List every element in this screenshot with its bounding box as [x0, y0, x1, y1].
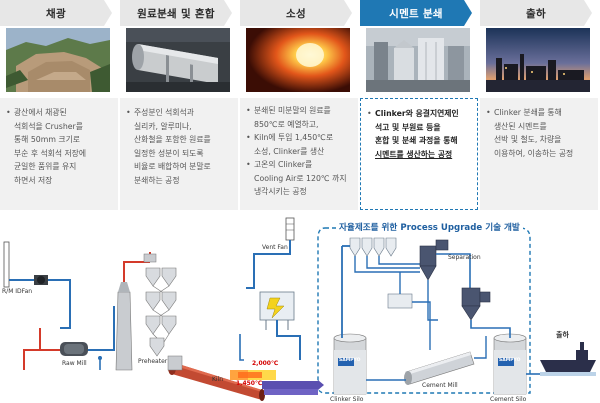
- step-header-active: 시멘트 분쇄: [360, 0, 472, 26]
- step-header: 채광: [0, 0, 112, 26]
- step-shipping: 출하: [480, 0, 599, 210]
- step-title: 원료분쇄 및 혼합: [137, 7, 215, 20]
- desc-line: 석고 및 부원료 등을: [375, 122, 441, 132]
- clinker-silo-label: Clinker Silo: [330, 396, 364, 403]
- step-header: 원료분쇄 및 혼합: [120, 0, 232, 26]
- desc-line: 고온의 Clinker를: [254, 160, 313, 169]
- desc-line: 산화철을 포함한 원료를: [134, 135, 211, 144]
- step-title: 채광: [46, 7, 66, 20]
- cement-silo-label: Cement Silo: [490, 396, 527, 403]
- cement-mill-photo: [366, 28, 470, 92]
- kiln-fire-photo: [246, 28, 350, 92]
- desc-line: 일정한 성분이 되도록: [134, 148, 204, 158]
- desc-line: Cooling Air로 120℃ 까지: [254, 173, 347, 183]
- step-mining: 채광 • 광산에서 채광된 석회석을 Crusher를 통해 50mm 크기로 …: [0, 0, 119, 210]
- separation-label: Separation: [448, 254, 481, 261]
- step-calcining: 소성 • 분쇄된 미분말의 원료를 850℃로 예열하고, •: [240, 0, 359, 210]
- step-title: 시멘트 분쇄: [389, 7, 443, 20]
- desc-line: Kiln에 투입 1,450℃로: [254, 133, 334, 142]
- temp-1450-label: 1,450℃: [236, 380, 263, 387]
- step-description: • 광산에서 채광된 석회석을 Crusher를 통해 50mm 크기로 부순 …: [0, 98, 118, 210]
- desc-line: 하면서 저장: [14, 175, 53, 185]
- desc-line: 분쇄하는 공정: [134, 175, 180, 185]
- desc-line: 소성, Clinker를 생산: [254, 146, 325, 156]
- shipping-label: 출하: [556, 331, 569, 339]
- process-steps: 채광 • 광산에서 채광된 석회석을 Crusher를 통해 50mm 크기로 …: [0, 0, 599, 210]
- upgrade-region-title: 자율제조를 위한 Process Upgrade 기술 개발: [336, 221, 523, 233]
- step-description: • 주성분인 석회석과 실리카, 알루미나, 산화철을 포함한 원료를 일정한 …: [120, 98, 238, 210]
- step-cement-grinding: 시멘트 분쇄 • Clinker와 응결지연제인 석고 및 부원료 등을 혼합 …: [360, 0, 479, 210]
- quarry-photo: [6, 28, 110, 92]
- desc-line: 통해 50mm 크기로: [14, 135, 80, 144]
- step-description: • 분쇄된 미분말의 원료를 850℃로 예열하고, • Kiln에 투입 1,…: [240, 98, 358, 210]
- flow-drawing: [3, 217, 596, 401]
- step-description: • Clinker 분쇄를 통해 생산된 시멘트를 선박 및 철도, 차량을 이…: [480, 98, 598, 210]
- desc-line: 시멘트를 생산하는 공정: [375, 149, 453, 159]
- desc-line: 생산된 시멘트를: [494, 121, 547, 131]
- desc-line: 광산에서 채광된: [14, 108, 67, 117]
- desc-line: Clinker와 응결지연제인: [375, 109, 459, 118]
- desc-line: 부순 후 석회석 저장에: [14, 148, 86, 158]
- temp-2000-label: 2,000℃: [252, 360, 279, 367]
- desc-line: 선박 및 철도, 차량을: [494, 135, 562, 144]
- vent-fan-label: Vent Fan: [262, 244, 288, 251]
- desc-line: 비율로 배합하여 분말로: [134, 162, 211, 171]
- desc-line: 균일한 품위를 유지: [14, 162, 77, 171]
- step-description-active: • Clinker와 응결지연제인 석고 및 부원료 등을 혼합 및 분쇄 과정…: [360, 98, 478, 210]
- cement-mill-label: Cement Mill: [422, 382, 458, 389]
- desc-line: 냉각시키는 공정: [254, 187, 307, 196]
- desc-line: 분쇄된 미분말의 원료를: [254, 106, 331, 115]
- desc-line: 850℃로 예열하고,: [254, 119, 319, 129]
- step-title: 출하: [526, 7, 546, 20]
- step-raw-grinding: 원료분쇄 및 혼합 • 주성분인 석회석과 실리카, 알루미나, 산화철을 포함…: [120, 0, 239, 210]
- clinker-silo-brand: SAMPYO: [339, 358, 361, 363]
- preheater-label: Preheater: [138, 358, 168, 365]
- desc-line: 석회석을 Crusher를: [14, 121, 83, 131]
- process-flow-diagram: 자율제조를 위한 Process Upgrade 기술 개발 R/M IDFan…: [0, 210, 600, 403]
- desc-line: 이용하여, 이송하는 공정: [494, 148, 574, 158]
- kiln-label: Kiln: [212, 376, 224, 383]
- step-header: 소성: [240, 0, 352, 26]
- step-title: 소성: [286, 7, 306, 20]
- cement-silo-brand: SAMPYO: [499, 358, 521, 363]
- desc-line: 실리카, 알루미나,: [134, 121, 192, 131]
- desc-line: 혼합 및 분쇄 과정을 통해: [375, 136, 458, 145]
- shipping-photo: [486, 28, 590, 92]
- rm-idfan-label: R/M IDFan: [2, 288, 33, 295]
- raw-mill-photo: [126, 28, 230, 92]
- desc-line: 주성분인 석회석과: [134, 108, 194, 117]
- step-header: 출하: [480, 0, 592, 26]
- raw-mill-label: Raw Mill: [62, 360, 87, 367]
- desc-line: Clinker 분쇄를 통해: [494, 108, 562, 117]
